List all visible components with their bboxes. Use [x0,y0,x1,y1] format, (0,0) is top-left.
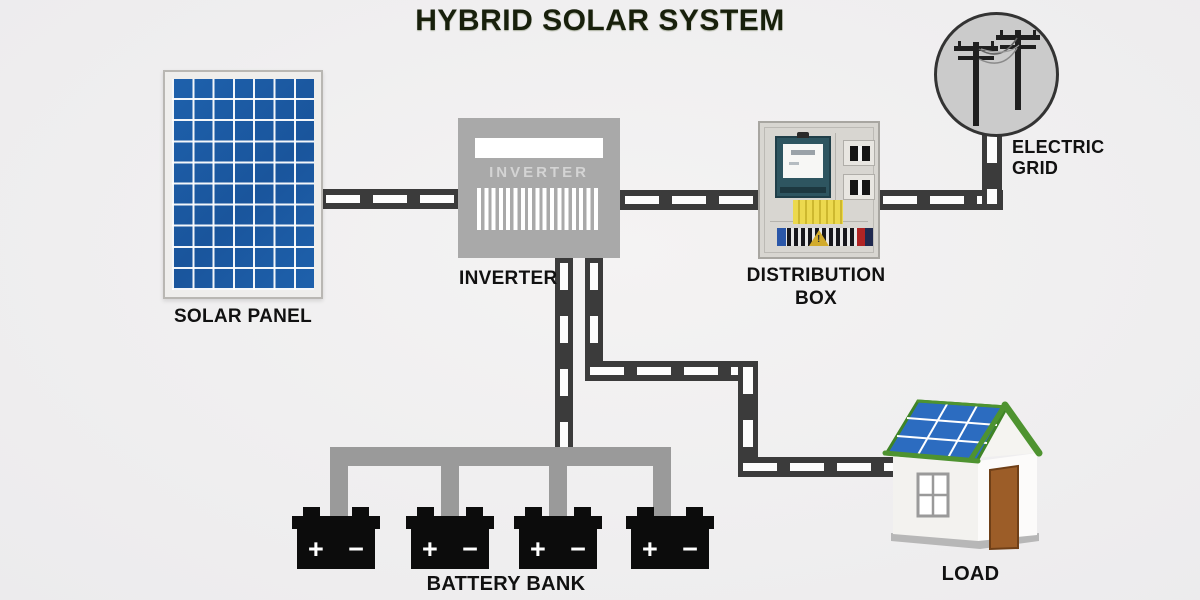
battery-plus: + [422,533,438,564]
load-label: LOAD [941,563,1000,585]
battery: + − [292,507,380,569]
battery-bank-label: BATTERY BANK [426,573,586,595]
wire-solar-panel-to-inverter [321,189,459,209]
distribution-box-label: DISTRIBUTION BOX [746,265,886,309]
battery-plus: + [642,533,658,564]
solar-panel-label: SOLAR PANEL [173,306,313,327]
solar-panel [163,70,323,299]
battery-bus-stub [330,460,348,518]
battery-bus-stub [549,460,567,518]
breaker-switch-2 [843,174,875,200]
wire-inverter-to-battery-bank [555,257,573,453]
load-house [882,399,1043,551]
battery-plus: + [308,533,324,564]
inverter-vents [477,188,601,230]
door [989,464,1019,551]
electric-grid-label: ELECTRIC GRID [1012,137,1105,178]
wire-inverter-to-load-segment-2 [585,361,758,381]
distribution-box-panel [764,127,875,253]
battery-minus: − [348,533,364,564]
battery-terminal [466,507,483,518]
breaker-switch-1 [843,140,875,166]
wire-inverter-to-distribution-box [620,190,760,210]
distribution-box [758,121,880,259]
solar-panel-cells [172,79,314,290]
electric-grid [934,12,1059,137]
battery-terminal [574,507,591,518]
warning-icon [809,230,829,246]
battery-terminal [303,507,320,518]
battery-terminal [525,507,542,518]
inverter: INVERTER [458,118,620,258]
wire-inverter-to-load-segment-3 [738,361,758,477]
battery-minus: − [682,533,698,564]
battery-bus-stub [441,460,459,518]
inverter-label: INVERTER [459,268,558,289]
inverter-slot [475,138,603,158]
utility-poles-icon [954,30,1040,126]
diagram-title: HYBRID SOLAR SYSTEM [415,4,785,37]
battery-minus: − [570,533,586,564]
battery-minus: − [462,533,478,564]
wire-grid-drop [982,130,1002,210]
battery-terminal [637,507,654,518]
wire-distribution-box-to-grid [878,190,1003,210]
battery-plus: + [530,533,546,564]
meter-display [783,144,823,178]
battery: + − [406,507,494,569]
wire-inverter-to-load-segment-4 [738,457,900,477]
electric-meter [775,132,831,198]
battery-terminal [417,507,434,518]
battery-bus-stub [653,460,671,518]
battery-terminal [352,507,369,518]
battery-terminal [686,507,703,518]
battery: + − [626,507,714,569]
battery-bus-bar [330,447,671,466]
yellow-wire-bundle [793,200,843,224]
wire-inverter-to-load-segment-1 [585,257,603,381]
battery: + − [514,507,602,569]
inverter-panel-text: INVERTER [489,164,589,181]
